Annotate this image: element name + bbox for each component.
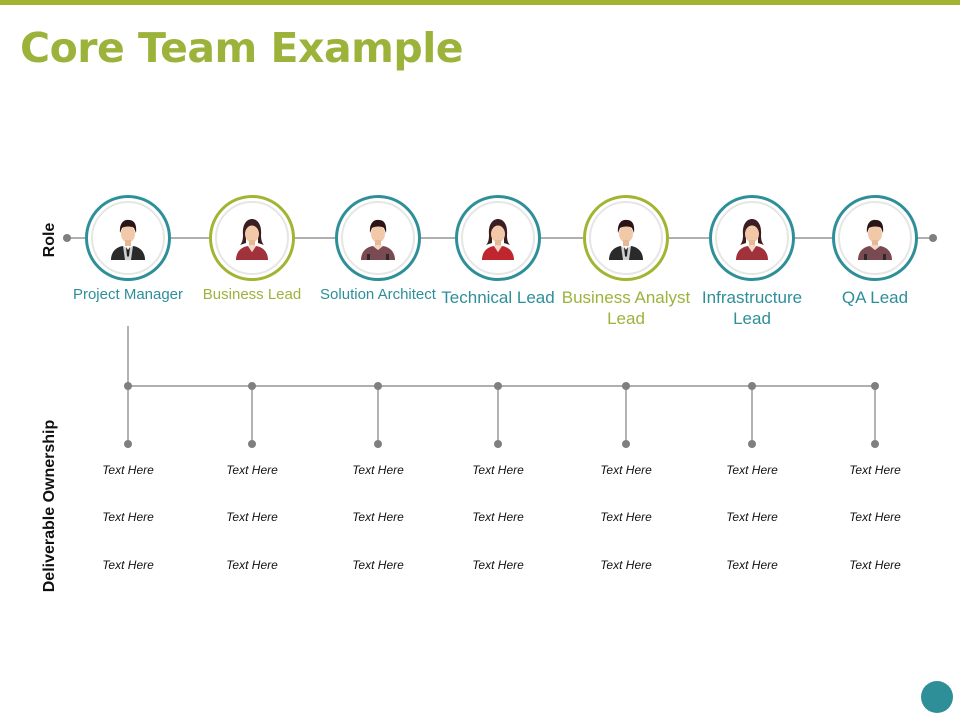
deliverable-text: Text Here xyxy=(472,558,524,572)
deliverable-text: Text Here xyxy=(352,510,404,524)
deliverable-text: Text Here xyxy=(849,510,901,524)
person-icon xyxy=(715,201,789,275)
person-icon xyxy=(838,201,912,275)
timeline-end-dot xyxy=(929,234,937,242)
deliverable-text: Text Here xyxy=(226,558,278,572)
bus-dot xyxy=(748,382,756,390)
person-icon xyxy=(461,201,535,275)
drop-dot xyxy=(248,440,256,448)
person-icon xyxy=(589,201,663,275)
role-avatar-ring xyxy=(709,195,795,281)
person-icon xyxy=(215,201,289,275)
role-name-label: Technical Lead xyxy=(441,288,555,307)
page-title: Core Team Example xyxy=(20,24,464,72)
deliverable-text: Text Here xyxy=(102,558,154,572)
role-avatar-ring xyxy=(583,195,669,281)
bus-dot xyxy=(871,382,879,390)
deliverable-text: Text Here xyxy=(849,463,901,477)
top-accent-bar xyxy=(0,0,960,5)
deliverable-text: Text Here xyxy=(600,558,652,572)
drop-dot xyxy=(124,440,132,448)
deliverable-text: Text Here xyxy=(726,510,778,524)
drop-dot xyxy=(374,440,382,448)
drop-dot xyxy=(622,440,630,448)
person-icon xyxy=(858,219,892,260)
role-avatar-ring xyxy=(832,195,918,281)
drop-dot xyxy=(871,440,879,448)
deliverable-text: Text Here xyxy=(600,463,652,477)
bus-dot xyxy=(124,382,132,390)
bus-dot xyxy=(374,382,382,390)
person-icon xyxy=(236,219,268,260)
deliverable-text: Text Here xyxy=(226,463,278,477)
deliverable-text: Text Here xyxy=(102,510,154,524)
person-icon xyxy=(341,201,415,275)
deliverable-text: Text Here xyxy=(102,463,154,477)
person-icon xyxy=(91,201,165,275)
deliverable-text: Text Here xyxy=(352,558,404,572)
role-avatar-ring xyxy=(85,195,171,281)
bus-dot xyxy=(494,382,502,390)
role-name-label: Business Analyst Lead xyxy=(561,288,691,329)
role-avatar-ring xyxy=(335,195,421,281)
person-icon xyxy=(482,219,514,260)
deliverable-text: Text Here xyxy=(849,558,901,572)
person-icon xyxy=(361,219,395,260)
role-name-label: Infrastructure Lead xyxy=(701,288,803,329)
deliverable-text: Text Here xyxy=(726,558,778,572)
bus-dot xyxy=(622,382,630,390)
role-avatar-ring xyxy=(455,195,541,281)
person-icon xyxy=(609,219,643,260)
timeline-end-dot xyxy=(63,234,71,242)
deliverable-text: Text Here xyxy=(600,510,652,524)
role-name-label: Solution Architect xyxy=(320,286,436,303)
role-name-label: Project Manager xyxy=(72,286,184,303)
deliverable-text: Text Here xyxy=(472,510,524,524)
deliverable-text: Text Here xyxy=(726,463,778,477)
person-icon xyxy=(111,219,145,260)
deliverable-text: Text Here xyxy=(226,510,278,524)
role-name-label: QA Lead xyxy=(841,288,909,307)
deliverable-text: Text Here xyxy=(352,463,404,477)
role-avatar-ring xyxy=(209,195,295,281)
drop-dot xyxy=(494,440,502,448)
deliverable-text: Text Here xyxy=(472,463,524,477)
bus-dot xyxy=(248,382,256,390)
role-name-label: Business Lead xyxy=(202,286,302,303)
corner-decoration-dot xyxy=(921,681,953,713)
drop-dot xyxy=(748,440,756,448)
person-icon xyxy=(736,219,768,260)
